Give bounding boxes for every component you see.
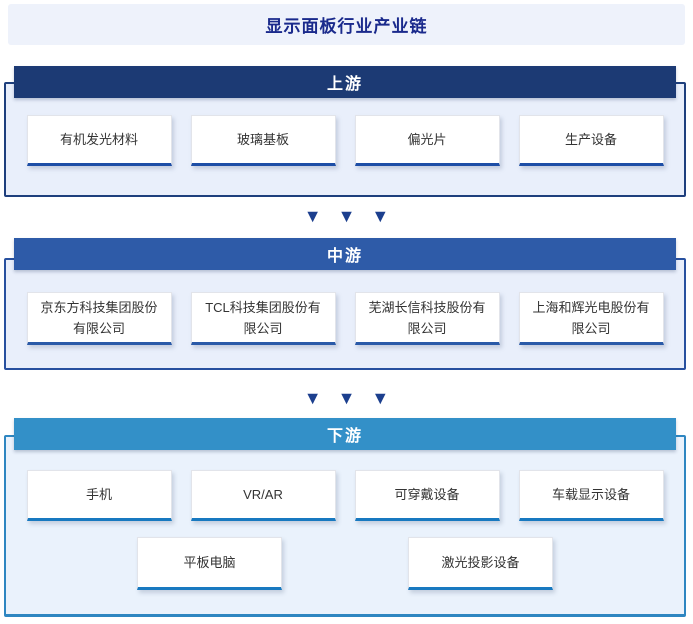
- upstream-card: 生产设备: [518, 115, 664, 166]
- midstream-card: 芜湖长信科技股份有限公司: [354, 292, 500, 345]
- down-arrow-icon: ▼: [303, 206, 322, 226]
- down-arrow-icon: ▼: [337, 388, 356, 408]
- upstream-card: 玻璃基板: [190, 115, 336, 166]
- downstream-card: 可穿戴设备: [354, 470, 500, 521]
- section-downstream: [4, 435, 686, 617]
- midstream-card: 上海和辉光电股份有限公司: [518, 292, 664, 345]
- section-header-downstream: 下游: [14, 418, 676, 450]
- downstream-card: 激光投影设备: [408, 537, 553, 590]
- downstream-card-row-2: 平板电脑 激光投影设备: [4, 537, 686, 590]
- section-header-midstream: 中游: [14, 238, 676, 270]
- section-header-upstream: 上游: [14, 66, 676, 98]
- upstream-card: 有机发光材料: [26, 115, 172, 166]
- flow-arrows-midstream-to-downstream: ▼ ▼ ▼: [0, 388, 693, 408]
- midstream-card: TCL科技集团股份有限公司: [190, 292, 336, 345]
- down-arrow-icon: ▼: [337, 206, 356, 226]
- downstream-card: 手机: [26, 470, 172, 521]
- downstream-card-row-1: 手机 VR/AR 可穿戴设备 车载显示设备: [4, 470, 686, 521]
- downstream-card: VR/AR: [190, 470, 336, 521]
- upstream-card-row: 有机发光材料 玻璃基板 偏光片 生产设备: [4, 115, 686, 166]
- downstream-card: 车载显示设备: [518, 470, 664, 521]
- down-arrow-icon: ▼: [371, 388, 390, 408]
- page-title: 显示面板行业产业链: [8, 4, 685, 45]
- down-arrow-icon: ▼: [371, 206, 390, 226]
- flow-arrows-upstream-to-midstream: ▼ ▼ ▼: [0, 206, 693, 226]
- midstream-card-row: 京东方科技集团股份有限公司 TCL科技集团股份有限公司 芜湖长信科技股份有限公司…: [4, 292, 686, 345]
- midstream-card: 京东方科技集团股份有限公司: [26, 292, 172, 345]
- upstream-card: 偏光片: [354, 115, 500, 166]
- downstream-card: 平板电脑: [137, 537, 282, 590]
- down-arrow-icon: ▼: [303, 388, 322, 408]
